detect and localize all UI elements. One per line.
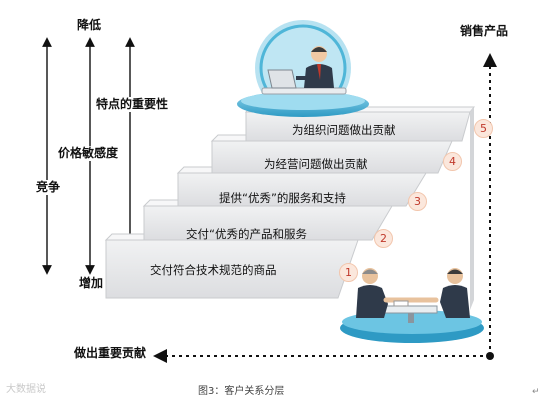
step-text-5: 为组织问题做出贡献: [292, 123, 396, 137]
step-text-2: 交付“优秀的产品和服务: [186, 227, 307, 241]
reduce-label: 降低: [75, 18, 104, 33]
step-text-3: 提供“优秀”的服务和支持: [219, 191, 346, 205]
contribution-label: 做出重要贡献: [72, 346, 149, 361]
price-sensitivity-label: 价格敏感度: [56, 146, 121, 161]
features-importance-label: 特点的重要性: [94, 97, 171, 112]
sales-products-label: 销售产品: [458, 24, 511, 39]
step-number-1: 1: [339, 263, 358, 282]
competition-label: 竞争: [34, 180, 63, 195]
step-text-4: 为经营问题做出贡献: [264, 157, 368, 171]
increase-label: 增加: [77, 276, 106, 291]
step-number-5: 5: [474, 119, 493, 138]
step-number-3: 3: [408, 192, 427, 211]
staircase: [104, 106, 476, 310]
step-number-4: 4: [443, 152, 462, 171]
paragraph-mark: ↵: [532, 387, 540, 397]
step-text-1: 交付符合技术规范的商品: [150, 263, 277, 277]
businessman-at-laptop-icon: [237, 20, 369, 117]
watermark: 大数据说: [6, 384, 46, 395]
handshake-meeting-icon: [340, 268, 484, 343]
figure-caption: 图3：客户关系分层: [198, 386, 285, 397]
step-number-2: 2: [374, 229, 393, 248]
